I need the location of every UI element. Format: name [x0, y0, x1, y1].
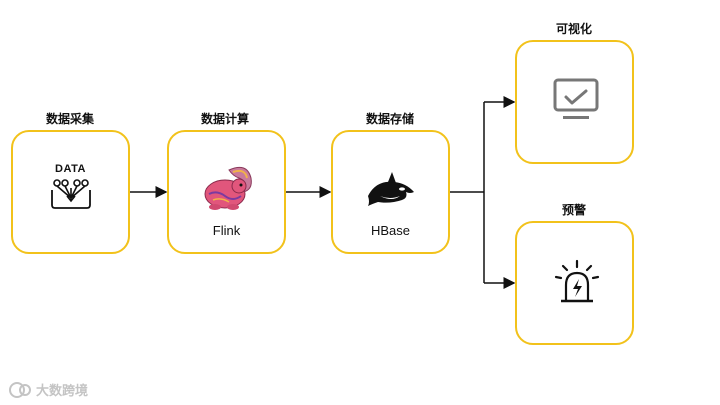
flink-squirrel-icon [204, 166, 252, 210]
storage-stage-label: 数据存储 [365, 112, 414, 126]
hbase-orca-icon [368, 172, 414, 206]
data-ingest-icon [51, 179, 91, 209]
watermark-logo-icon [9, 381, 31, 398]
alarm-siren-icon [554, 259, 600, 303]
watermark: 大数跨境 [8, 380, 88, 399]
watermark-text: 大数跨境 [36, 384, 89, 399]
visualize-stage-box [515, 40, 634, 164]
alert-stage-label: 预警 [561, 203, 586, 217]
hbase-label: HBase [370, 223, 411, 238]
compute-stage-box: Flink [167, 130, 286, 254]
alert-stage-box [515, 221, 634, 345]
visualize-stage-label: 可视化 [555, 22, 592, 36]
flink-label: Flink [212, 223, 241, 238]
monitor-chart-icon [553, 78, 599, 119]
collect-stage-label: 数据采集 [45, 112, 94, 126]
data-text: DATA [55, 163, 86, 175]
collect-stage-box: DATA [11, 130, 130, 254]
compute-stage-label: 数据计算 [200, 112, 249, 126]
storage-stage-box: HBase [331, 130, 450, 254]
